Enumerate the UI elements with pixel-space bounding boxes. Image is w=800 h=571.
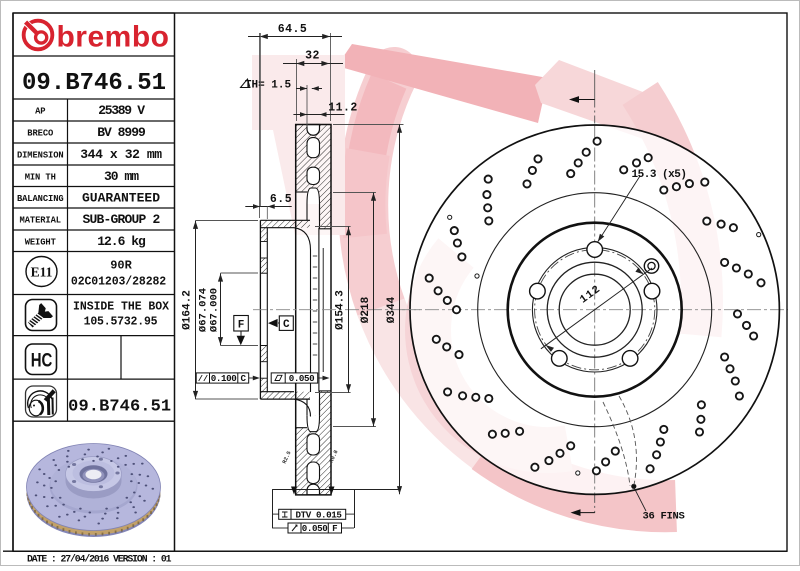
svg-text:105.5732.95: 105.5732.95 [84,316,158,329]
svg-text:GUARANTEED: GUARANTEED [82,190,160,205]
svg-text:64.5: 64.5 [278,23,308,36]
svg-text:MIN TH: MIN TH [25,172,56,182]
svg-text:AP: AP [35,107,45,117]
svg-text:C: C [241,373,247,384]
svg-text:90R: 90R [110,259,132,273]
svg-text:MATERIAL: MATERIAL [20,216,61,226]
svg-text:DTV 0.015: DTV 0.015 [295,509,342,520]
svg-text:6.5: 6.5 [270,193,292,206]
svg-text:DIMENSION: DIMENSION [17,151,64,161]
svg-text:Ø218: Ø218 [360,296,372,323]
svg-text:344 x 32 mm: 344 x 32 mm [80,147,162,162]
svg-text:Ø67.000: Ø67.000 [209,288,221,332]
svg-text://: // [198,374,208,384]
svg-text:09.B746.51: 09.B746.51 [68,398,171,417]
svg-text:F: F [238,320,245,332]
svg-text:BALANCING: BALANCING [17,194,64,204]
svg-text:12.6 kg: 12.6 kg [97,234,146,249]
svg-text:brembo: brembo [56,21,169,54]
svg-text:SUB-GROUP 2: SUB-GROUP 2 [82,212,160,227]
svg-text:E11: E11 [31,265,53,280]
svg-text:0.050: 0.050 [289,373,315,384]
svg-text:02C01203/28282: 02C01203/28282 [71,276,166,289]
svg-text:30 mm: 30 mm [104,169,139,184]
svg-text:BV 8999: BV 8999 [97,125,146,140]
svg-text:09.B746.51: 09.B746.51 [22,70,166,97]
svg-text:36 FINS: 36 FINS [642,511,684,523]
svg-text:11.2: 11.2 [328,102,358,115]
svg-text:Ø67.074: Ø67.074 [198,288,210,332]
svg-text:0.050: 0.050 [302,523,328,534]
svg-text:Ø164.2: Ø164.2 [182,290,194,330]
svg-text:WEIGHT: WEIGHT [25,237,57,247]
svg-text:Ø344: Ø344 [386,296,398,323]
svg-text:INSIDE THE BOX: INSIDE THE BOX [73,301,169,314]
svg-text:HC: HC [31,350,53,371]
svg-text:Ø154.3: Ø154.3 [335,290,347,330]
svg-text:0.100: 0.100 [211,373,237,384]
svg-text:25389 V: 25389 V [98,103,145,118]
svg-text:C: C [283,319,290,331]
svg-text:TH= 1.5: TH= 1.5 [245,80,292,92]
svg-text:BRECO: BRECO [27,129,53,139]
svg-text:15.3 (x5): 15.3 (x5) [632,169,687,181]
svg-text:F: F [332,523,338,534]
svg-text:DATE : 27/04/2016 VERSION : 01: DATE : 27/04/2016 VERSION : 01 [27,554,172,565]
svg-text:32: 32 [305,50,320,63]
